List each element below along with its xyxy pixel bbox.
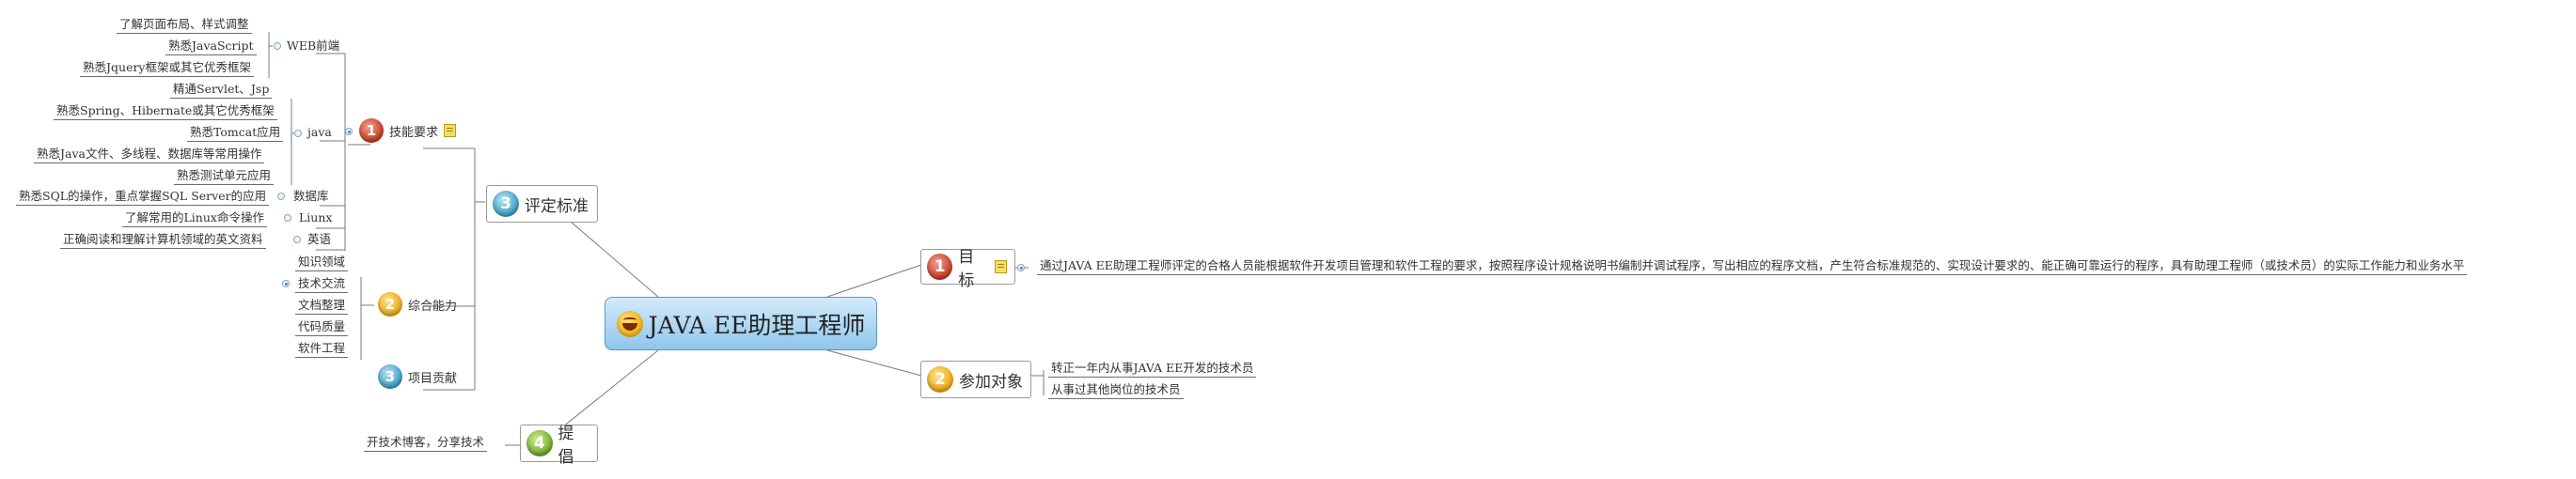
- topic-target-label: 参加对象: [959, 372, 1023, 392]
- web-item: 熟悉Jquery框架或其它优秀框架: [80, 60, 254, 77]
- topic-eval[interactable]: 3 评定标准: [486, 185, 598, 223]
- topic-contrib-label: 项目贡献: [408, 371, 458, 386]
- collapse-dot-icon[interactable]: [294, 130, 302, 137]
- topic-skill-label: 技能要求: [389, 125, 439, 140]
- collapse-dot-icon[interactable]: [345, 128, 353, 135]
- note-icon: [995, 260, 1007, 273]
- priority-3-icon: 3: [378, 364, 402, 389]
- priority-1-icon: 1: [359, 118, 384, 143]
- collapse-dot-icon[interactable]: [277, 193, 285, 200]
- linux-item: 了解常用的Linux命令操作: [122, 210, 267, 227]
- topic-ability-label: 综合能力: [408, 299, 458, 314]
- web-item: 熟悉JavaScript: [165, 39, 257, 55]
- skill-linux-label[interactable]: Liunx: [299, 210, 333, 224]
- skill-web-label[interactable]: WEB前端: [287, 39, 340, 53]
- root-label: JAVA EE助理工程师: [648, 311, 866, 339]
- ability-item: 知识领域: [295, 255, 349, 271]
- topic-eval-label: 评定标准: [525, 196, 589, 216]
- ability-item: 代码质量: [295, 319, 349, 336]
- topic-target[interactable]: 2 参加对象: [920, 361, 1031, 398]
- topic-advocate[interactable]: 4 提倡: [520, 425, 598, 467]
- collapse-dot-icon[interactable]: [282, 280, 290, 287]
- priority-4-icon: 4: [526, 430, 553, 456]
- skill-db-label[interactable]: 数据库: [293, 189, 329, 203]
- priority-1-icon: 1: [927, 254, 953, 280]
- collapse-dot-icon[interactable]: [1017, 264, 1025, 271]
- java-item: 熟悉Java文件、多线程、数据库等常用操作: [34, 147, 265, 163]
- target-item: 从事过其他岗位的技术员: [1048, 382, 1184, 399]
- topic-goal-label: 目标: [958, 248, 975, 290]
- priority-2-icon: 2: [378, 292, 402, 317]
- java-item: 熟悉Spring、Hibernate或其它优秀框架: [54, 103, 277, 120]
- advocate-item: 开技术博客，分享技术: [364, 435, 488, 452]
- topic-skill[interactable]: 1 技能要求: [359, 118, 457, 143]
- web-item: 了解页面布局、样式调整: [117, 17, 252, 34]
- skill-english-label[interactable]: 英语: [307, 232, 332, 246]
- java-item: 熟悉Tomcat应用: [187, 125, 284, 142]
- target-item: 转正一年内从事JAVA EE开发的技术员: [1048, 361, 1257, 378]
- english-item: 正确阅读和理解计算机领域的英文资料: [60, 232, 266, 249]
- smiley-icon: [616, 310, 643, 337]
- ability-item: 文档整理: [295, 298, 349, 315]
- collapse-dot-icon[interactable]: [293, 236, 301, 243]
- collapse-dot-icon[interactable]: [284, 214, 291, 222]
- topic-contrib[interactable]: 3 项目贡献: [378, 364, 457, 389]
- note-icon: [444, 124, 457, 137]
- root-topic[interactable]: JAVA EE助理工程师: [605, 297, 877, 350]
- ability-item: 软件工程: [295, 341, 349, 358]
- topic-ability[interactable]: 2 综合能力: [378, 292, 457, 317]
- topic-goal[interactable]: 1 目标: [920, 248, 1015, 290]
- topic-advocate-label: 提倡: [558, 425, 574, 467]
- ability-item: 技术交流: [295, 276, 349, 293]
- priority-3-icon: 3: [493, 191, 519, 217]
- java-item: 熟悉测试单元应用: [174, 168, 275, 185]
- db-item: 熟悉SQL的操作，重点掌握SQL Server的应用: [16, 189, 270, 206]
- skill-java-label[interactable]: java: [307, 125, 332, 139]
- priority-2-icon: 2: [927, 366, 953, 393]
- java-item: 精通Servlet、Jsp: [170, 82, 273, 99]
- goal-description: 通过JAVA EE助理工程师评定的合格人员能根据软件开发项目管理和软件工程的要求…: [1037, 258, 2468, 275]
- collapse-dot-icon[interactable]: [274, 42, 281, 50]
